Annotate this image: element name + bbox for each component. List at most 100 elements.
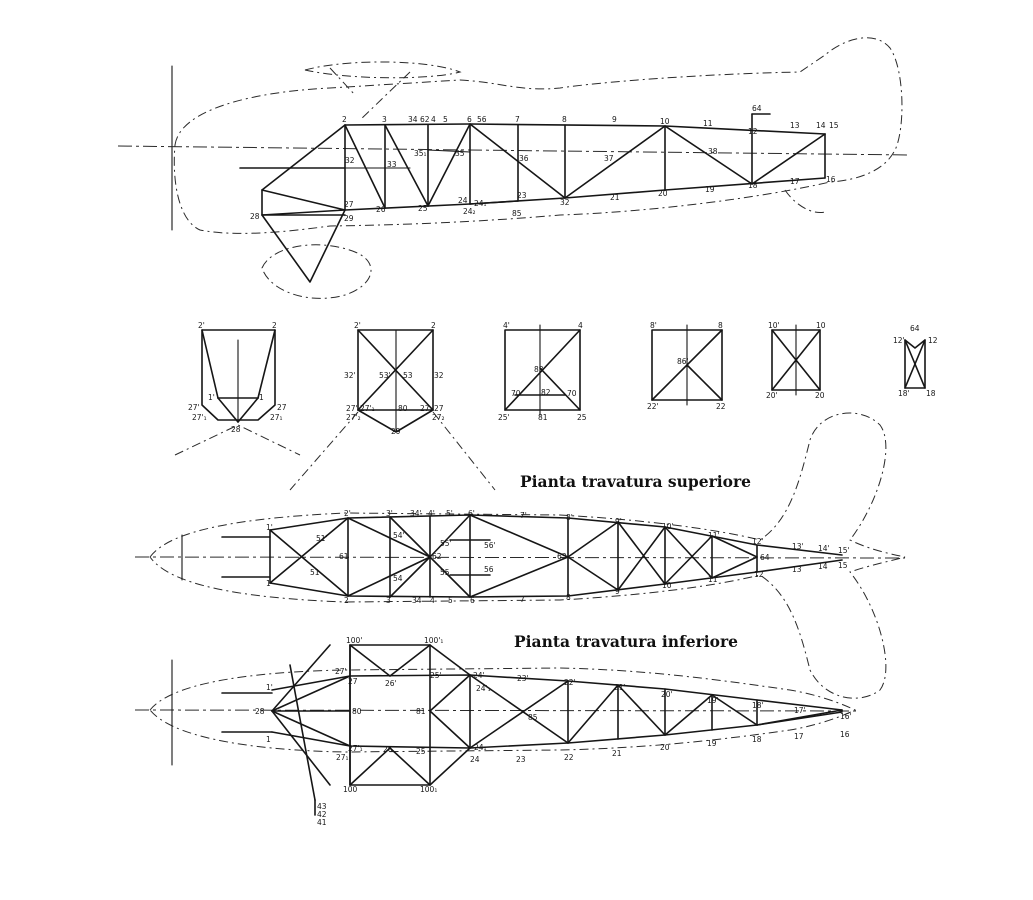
node-label: 13 [792, 565, 802, 574]
node-label: 17' [794, 706, 806, 715]
node-label: 18 [926, 389, 936, 398]
node-label: 22' [564, 678, 576, 687]
node-label: 64 [760, 553, 770, 562]
node-label: 27 [348, 677, 358, 686]
node-label: 38 [708, 147, 718, 156]
node-label: 54' [393, 531, 405, 540]
node-label: 8' [566, 513, 573, 522]
node-label: 35 [455, 149, 465, 158]
node-label: 27'₁ [360, 404, 375, 413]
node-label: 26 [376, 205, 386, 214]
node-label: 4' [428, 509, 435, 518]
section-1 [174, 329, 301, 456]
node-label: 11' [708, 531, 720, 540]
node-label: 11 [708, 575, 718, 584]
node-label: 4 [430, 596, 435, 605]
node-label: 9' [615, 517, 622, 526]
node-label: 27₁ [336, 753, 349, 762]
node-label: 70 [511, 389, 521, 398]
node-label: 13' [792, 542, 804, 551]
node-label: 12' [893, 336, 905, 345]
node-label: 5 [443, 115, 448, 124]
node-label: 25 [416, 747, 426, 756]
node-label: 8 [566, 593, 571, 602]
node-label: 2 [272, 321, 277, 330]
node-label: 27 [344, 200, 354, 209]
node-label: 36 [519, 154, 529, 163]
node-label: 42 [317, 810, 327, 819]
node-label: 70 [567, 389, 577, 398]
node-label: 10' [662, 522, 674, 531]
node-label: 4 [578, 321, 583, 330]
node-label: 56 [477, 115, 487, 124]
node-label: 27 [277, 403, 287, 412]
node-label: 23 [516, 755, 526, 764]
node-label: 22 [716, 402, 726, 411]
lower-plan-title: Pianta travatura inferiore [514, 632, 738, 651]
section-3 [504, 324, 581, 416]
node-label: 1' [266, 523, 273, 532]
node-label: 32 [560, 198, 570, 207]
node-label: 21' [614, 683, 626, 692]
node-label: 64 [910, 324, 920, 333]
node-label: 51' [316, 534, 328, 543]
node-label: 10 [660, 117, 670, 126]
node-label: 27₁ [420, 404, 433, 413]
node-label: 1' [266, 683, 273, 692]
node-label: 2 [342, 115, 347, 124]
node-label: 2' [198, 321, 205, 330]
node-label: 8 [718, 321, 723, 330]
node-label: 56' [484, 541, 496, 550]
node-label: 11 [703, 119, 713, 128]
node-label: 15 [829, 121, 839, 130]
node-label: 6 [467, 115, 472, 124]
node-label: 27' [335, 667, 347, 676]
node-label: 28 [255, 707, 265, 716]
node-label: 10 [662, 581, 672, 590]
node-label: 29 [391, 427, 401, 436]
node-label: 33 [387, 160, 397, 169]
node-label: 1' [208, 393, 215, 402]
node-label: 81 [538, 413, 548, 422]
node-label: 27₁ [270, 413, 283, 422]
node-label: 24₂ [463, 207, 476, 216]
section-5 [771, 324, 821, 396]
node-label: 55' [440, 539, 452, 548]
node-label: 1 [266, 579, 271, 588]
node-label: 18 [752, 735, 762, 744]
section-6 [904, 339, 926, 389]
node-label: 23' [517, 674, 529, 683]
node-label: 17 [794, 732, 804, 741]
node-label: 86' [677, 357, 689, 366]
node-label: 24' [473, 671, 485, 680]
node-label: 12' [752, 537, 764, 546]
node-label: 34 [408, 115, 418, 124]
node-label: 53' [379, 371, 391, 380]
node-label: 34' [410, 509, 422, 518]
node-label: 26' [385, 679, 397, 688]
node-label: 27 [434, 404, 444, 413]
node-label: 2' [354, 321, 361, 330]
upper-plan-labels: 1' 1 51' 51 61 2' 2 3' 3 34' 34 4' 4 5' … [266, 509, 850, 605]
node-label: 6 [470, 596, 475, 605]
node-label: 16 [840, 730, 850, 739]
node-label: 15 [838, 561, 848, 570]
node-label: 24 [470, 755, 480, 764]
node-label: 27'₁ [192, 413, 207, 422]
node-label: 15' [838, 546, 850, 555]
side-view [117, 37, 911, 299]
node-label: 16' [840, 712, 852, 721]
node-label: 28 [250, 212, 260, 221]
node-label: 12 [928, 336, 938, 345]
node-label: 100 [343, 785, 358, 794]
node-label: 29 [344, 214, 354, 223]
node-label: 63 [557, 552, 567, 561]
node-label: 2 [431, 321, 436, 330]
node-label: 25 [577, 413, 587, 422]
node-label: 54 [393, 574, 403, 583]
node-label: 62 [420, 115, 430, 124]
node-label: 4 [431, 115, 436, 124]
node-label: 80 [352, 707, 362, 716]
node-label: 24₁ [474, 199, 487, 208]
